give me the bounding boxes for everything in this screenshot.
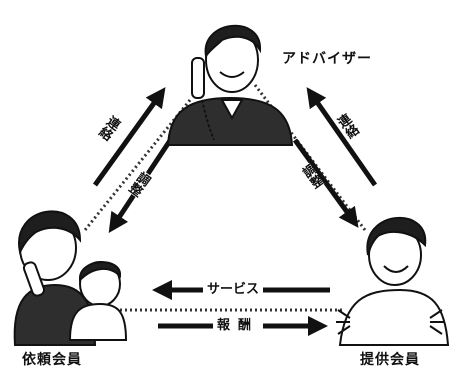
requester-label: 依頼会員 bbox=[22, 352, 82, 368]
flow-label-bottom-left: サービス bbox=[203, 283, 264, 296]
advisor-figure bbox=[166, 25, 294, 146]
flow-arrows bbox=[92, 87, 378, 336]
arrow-right-up bbox=[306, 87, 378, 187]
arrow-right-down bbox=[292, 138, 359, 228]
advisor-label: アドバイザー bbox=[282, 51, 372, 67]
provider-label: 提供会員 bbox=[360, 352, 420, 368]
requester-figure bbox=[13, 210, 128, 346]
provider-figure bbox=[336, 216, 450, 346]
arrow-left-up bbox=[92, 87, 166, 187]
flow-label-bottom-right: 報酬 bbox=[213, 319, 264, 332]
